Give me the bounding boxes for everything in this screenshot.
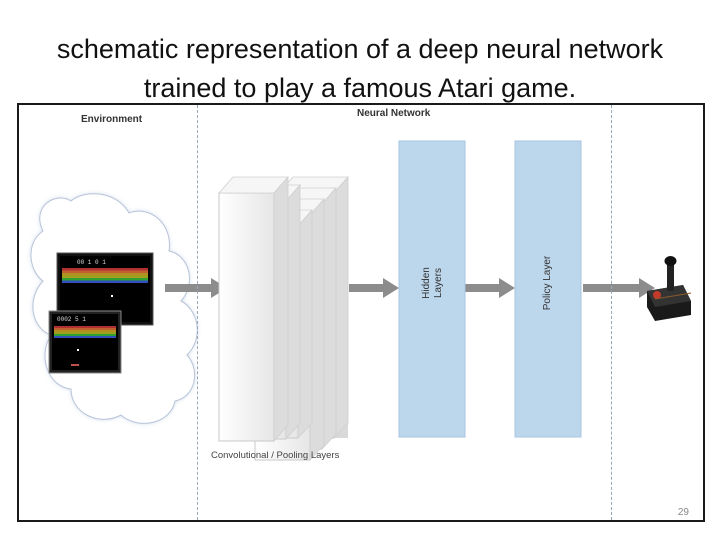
- page-number: 29: [677, 507, 689, 518]
- hidden-label-line1: Hidden: [421, 267, 432, 299]
- convolutional-layer-stack: [218, 175, 349, 462]
- environment-label: Environment: [81, 114, 143, 125]
- atari-screen-icon: [48, 310, 122, 374]
- hidden-label-line2: Layers: [433, 268, 444, 299]
- hidden-layers-label: Hidden Layers: [421, 253, 445, 313]
- arrow-icon: [583, 278, 655, 298]
- policy-layer-block: [514, 140, 582, 438]
- neural-network-diagram: 00 1 0 1 0002 5 1: [17, 103, 705, 522]
- convolutional-layer: [218, 175, 289, 443]
- policy-layer-label: Policy Layer: [542, 255, 553, 311]
- diagram-graphics: 00 1 0 1 0002 5 1: [30, 140, 692, 462]
- game-score-1: 00 1 0 1: [77, 259, 106, 266]
- joystick-icon: [647, 256, 692, 321]
- arrow-icon: [349, 278, 399, 298]
- neural-network-label: Neural Network: [357, 108, 431, 119]
- game-score-2: 0002 5 1: [57, 316, 86, 323]
- slide-title: schematic representation of a deep neura…: [56, 34, 664, 103]
- environment-network-divider: [197, 105, 198, 520]
- network-output-divider: [611, 105, 612, 520]
- arrow-icon: [465, 278, 515, 298]
- hidden-layers-block: [398, 140, 466, 438]
- conv-pooling-label: Convolutional / Pooling Layers: [211, 450, 340, 461]
